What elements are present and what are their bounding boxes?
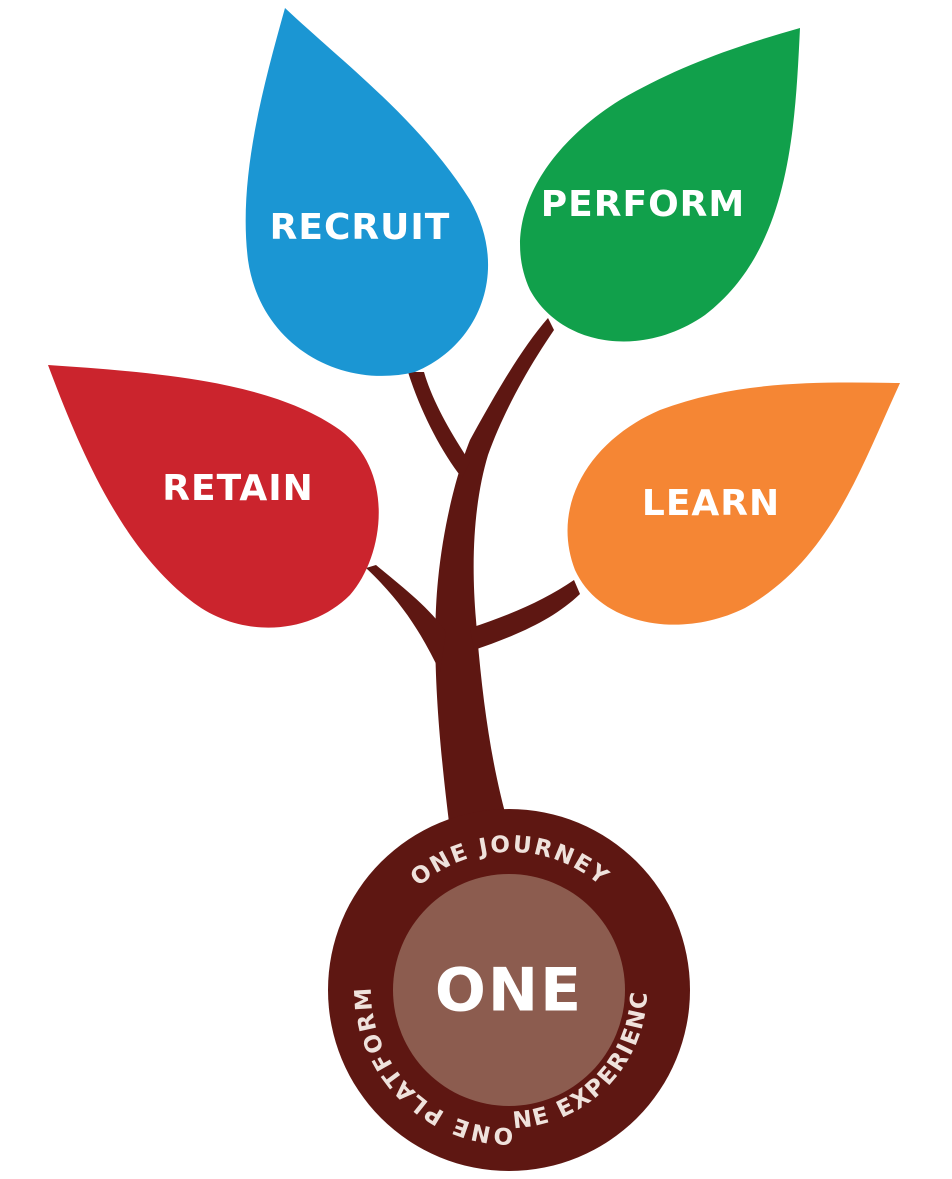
leaf-label-retain: RETAIN [162, 468, 313, 509]
leaf-recruit [245, 8, 489, 376]
core-label: ONE [435, 956, 583, 1026]
root-core [393, 874, 625, 1106]
branch-retain [366, 565, 446, 672]
tree-trunk [366, 318, 580, 830]
leaf-learn [567, 382, 900, 625]
leaf-label-recruit: RECRUIT [270, 207, 451, 248]
branch-recruit [408, 372, 470, 478]
trunk-main [435, 318, 554, 830]
leaf-perform [520, 28, 800, 342]
leaf-label-learn: LEARN [642, 483, 780, 524]
leaf-label-perform: PERFORM [541, 184, 745, 225]
leaf-retain [48, 365, 379, 628]
branch-learn [470, 580, 580, 650]
